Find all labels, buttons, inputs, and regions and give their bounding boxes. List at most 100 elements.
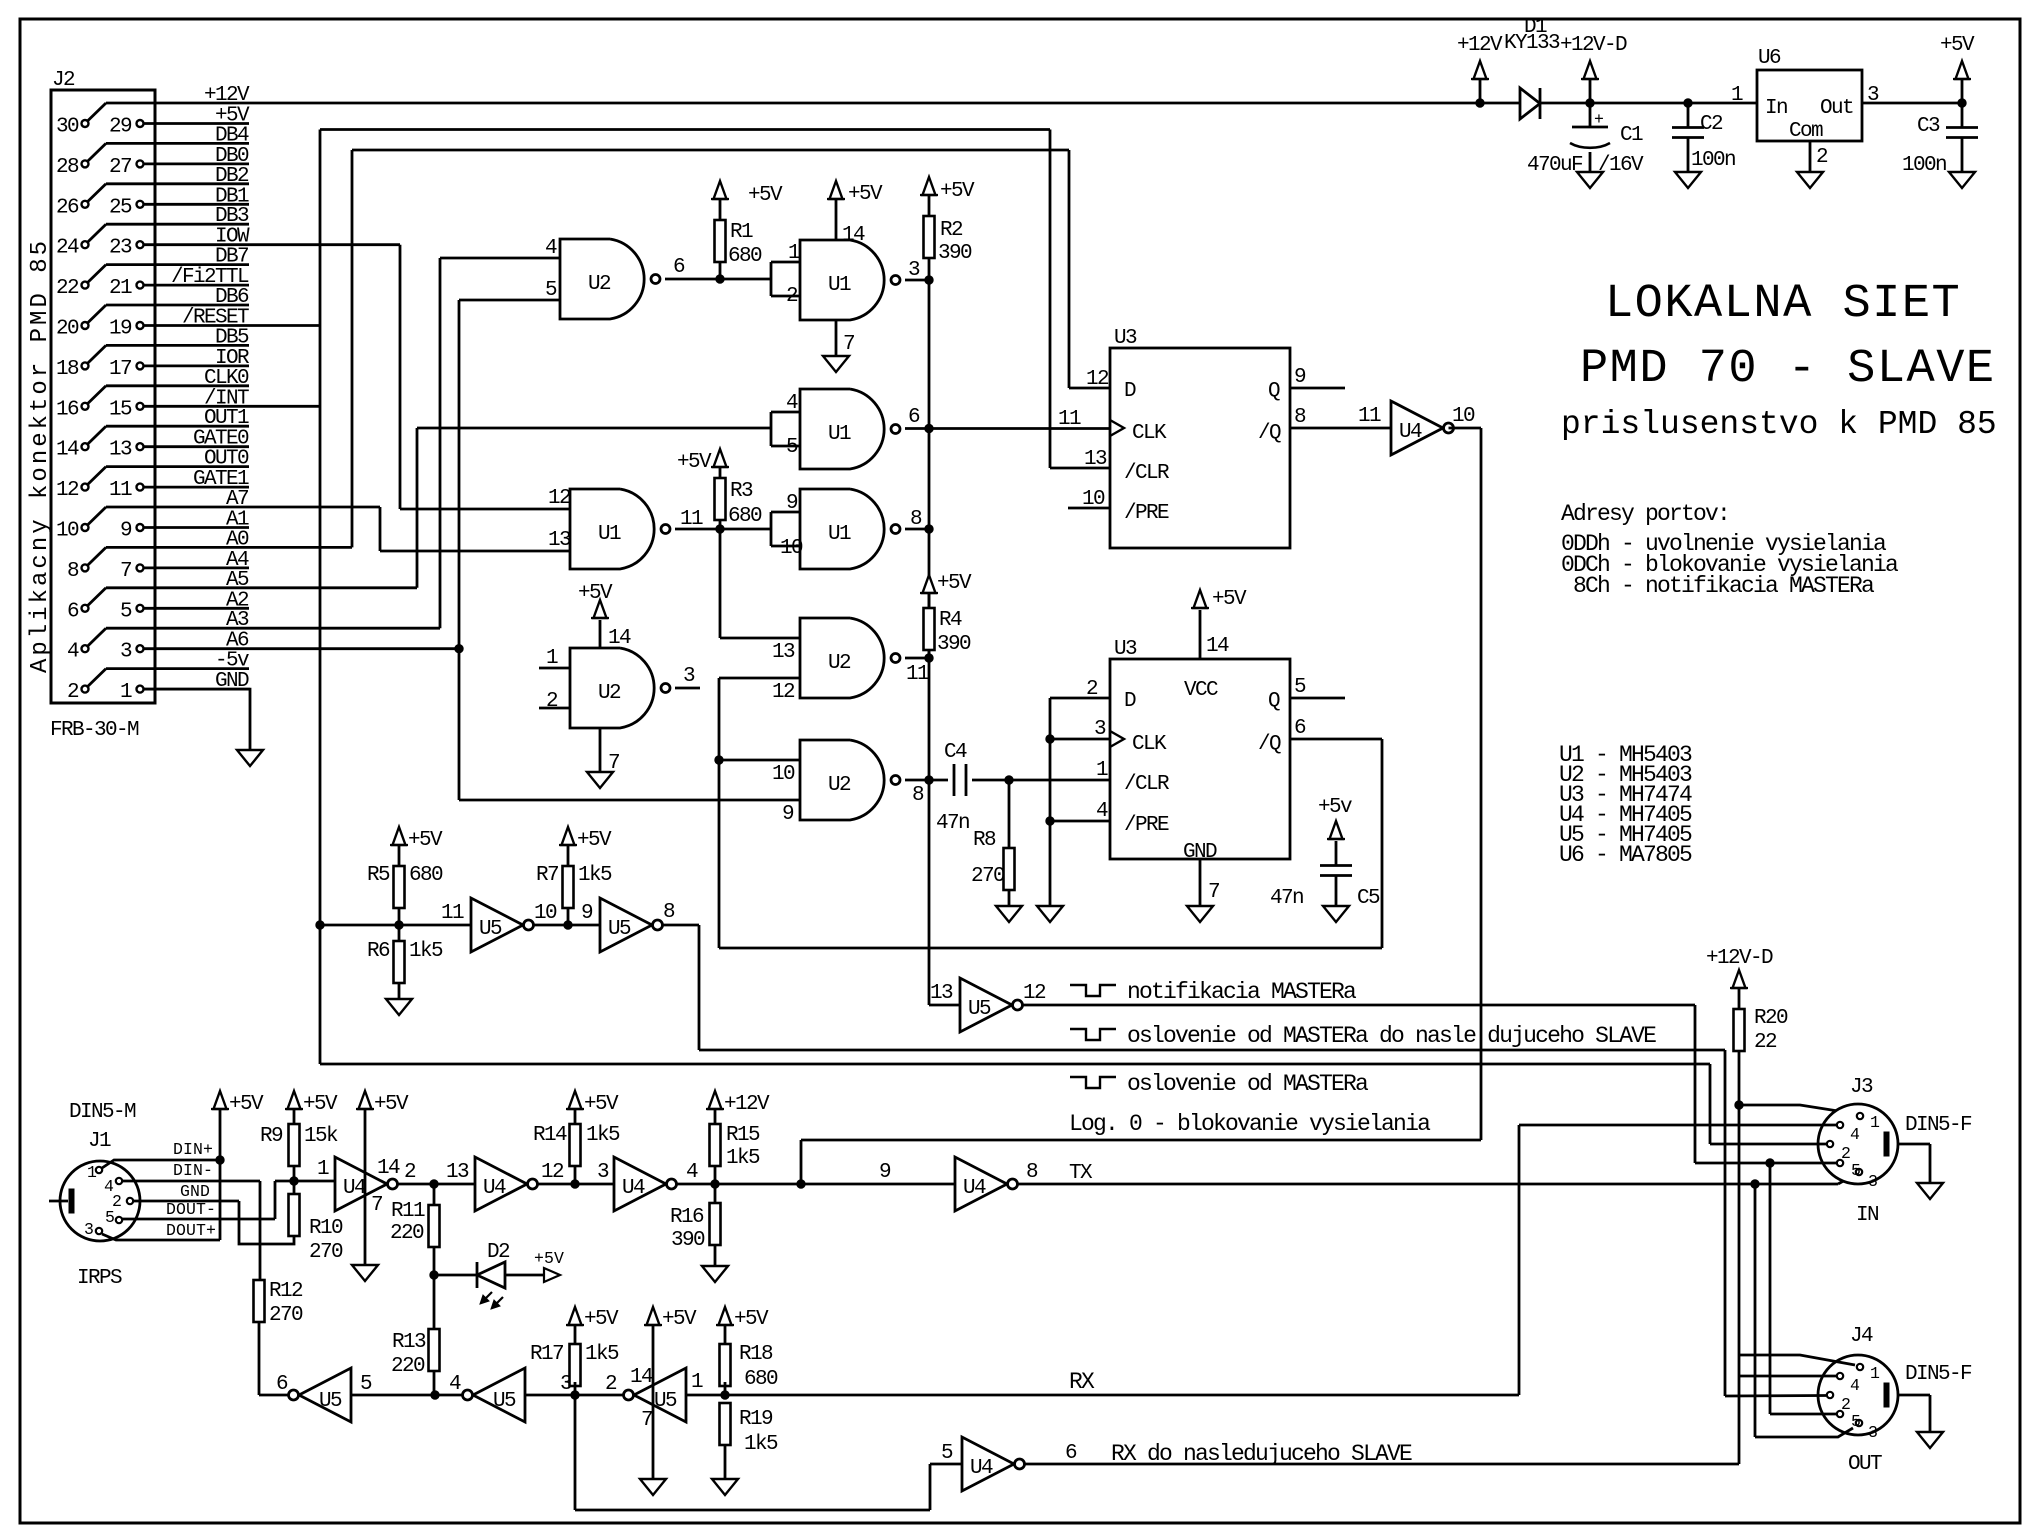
svg-text:13: 13 <box>930 982 953 1005</box>
svg-text:U4: U4 <box>963 1177 986 1200</box>
svg-text:11: 11 <box>1058 408 1081 431</box>
svg-text:1: 1 <box>1731 84 1743 107</box>
svg-text:29: 29 <box>109 116 132 139</box>
svg-text:U4: U4 <box>343 1177 366 1200</box>
svg-text:R17: R17 <box>530 1343 563 1366</box>
svg-text:Aplikacny konektor PMD 85: Aplikacny konektor PMD 85 <box>27 238 54 673</box>
svg-text:9: 9 <box>1294 366 1306 389</box>
svg-text:R15: R15 <box>726 1124 760 1147</box>
svg-text:+5V: +5V <box>534 1249 564 1268</box>
svg-text:DIN+: DIN+ <box>173 1140 213 1159</box>
svg-text:13: 13 <box>772 641 795 664</box>
svg-text:24: 24 <box>56 237 79 260</box>
svg-text:3: 3 <box>597 1161 609 1184</box>
svg-text:11: 11 <box>680 508 703 531</box>
svg-text:18: 18 <box>56 358 79 381</box>
svg-text:8: 8 <box>1294 406 1306 429</box>
svg-text:U2 - MH5403: U2 - MH5403 <box>1559 762 1692 788</box>
svg-text:5: 5 <box>105 1208 115 1227</box>
svg-text:+5V: +5V <box>1212 588 1247 611</box>
svg-text:J1: J1 <box>88 1130 111 1153</box>
svg-text:D2: D2 <box>487 1241 510 1264</box>
svg-text:Log. 0 - blokovanie vysielania: Log. 0 - blokovanie vysielania <box>1069 1111 1431 1137</box>
svg-text:1k5: 1k5 <box>744 1433 778 1456</box>
svg-text:+5V: +5V <box>303 1093 338 1116</box>
svg-text:17: 17 <box>109 358 131 381</box>
svg-text:/PRE: /PRE <box>1124 814 1169 837</box>
svg-text:DB2: DB2 <box>215 165 249 188</box>
svg-text:IN: IN <box>1856 1204 1878 1227</box>
svg-text:R2: R2 <box>940 219 963 242</box>
svg-text:470uF: 470uF <box>1527 154 1583 177</box>
svg-text:2: 2 <box>605 1373 617 1396</box>
svg-text:1k5: 1k5 <box>409 940 443 963</box>
svg-text:220: 220 <box>391 1355 425 1378</box>
svg-text:21: 21 <box>109 277 132 300</box>
svg-text:680: 680 <box>409 864 443 887</box>
svg-text:DIN5-F: DIN5-F <box>1905 1363 1972 1386</box>
svg-text:R5: R5 <box>367 864 390 887</box>
svg-text:6: 6 <box>1294 717 1306 740</box>
svg-text:9: 9 <box>879 1161 891 1184</box>
svg-text:13: 13 <box>109 439 132 462</box>
svg-text:680: 680 <box>744 1368 778 1391</box>
svg-text:1: 1 <box>691 1371 703 1394</box>
svg-text:5: 5 <box>1851 1161 1861 1180</box>
svg-text:0DCh - blokovanie vysielania: 0DCh - blokovanie vysielania <box>1561 552 1899 578</box>
svg-text:U3: U3 <box>1114 327 1137 350</box>
svg-text:390: 390 <box>937 633 971 656</box>
svg-text:7: 7 <box>608 752 619 775</box>
svg-text:15k: 15k <box>304 1125 338 1148</box>
svg-text:11: 11 <box>441 902 464 925</box>
svg-text:+5V: +5V <box>584 1093 619 1116</box>
svg-text:/Q: /Q <box>1258 733 1281 756</box>
svg-text:390: 390 <box>938 242 972 265</box>
svg-text:FRB-30-M: FRB-30-M <box>50 719 139 742</box>
svg-text:16: 16 <box>56 398 79 421</box>
svg-text:Q: Q <box>1268 690 1280 713</box>
svg-text:10: 10 <box>56 520 79 543</box>
svg-text:U5 - MH7405: U5 - MH7405 <box>1559 822 1692 848</box>
svg-text:20: 20 <box>56 318 79 341</box>
svg-text:3: 3 <box>1868 1172 1878 1191</box>
svg-text:C4: C4 <box>944 741 967 764</box>
svg-text:8: 8 <box>910 508 922 531</box>
svg-text:+5V: +5V <box>662 1308 697 1331</box>
svg-text:3: 3 <box>1094 718 1106 741</box>
svg-text:R16: R16 <box>670 1206 704 1229</box>
svg-text:7: 7 <box>843 333 854 356</box>
svg-text:25: 25 <box>109 196 132 219</box>
svg-text:U1: U1 <box>828 423 851 446</box>
svg-text:+5V: +5V <box>578 582 613 605</box>
svg-text:CLK0: CLK0 <box>204 367 249 390</box>
svg-text:11: 11 <box>906 663 929 686</box>
svg-text:100n: 100n <box>1691 149 1735 172</box>
svg-text:4: 4 <box>686 1161 698 1184</box>
svg-text:1k5: 1k5 <box>586 1124 620 1147</box>
svg-text:R9: R9 <box>260 1125 283 1148</box>
svg-text:R7: R7 <box>536 864 558 887</box>
svg-text:/RESET: /RESET <box>182 307 249 330</box>
svg-text:10: 10 <box>1082 488 1105 511</box>
svg-text:U5: U5 <box>319 1390 342 1413</box>
svg-text:+5V: +5V <box>374 1093 409 1116</box>
svg-text:+5V: +5V <box>677 451 712 474</box>
svg-text:U2: U2 <box>828 652 851 675</box>
svg-text:R8: R8 <box>973 829 996 852</box>
svg-text:4: 4 <box>1850 1376 1860 1395</box>
svg-text:7: 7 <box>1208 881 1219 904</box>
svg-text:R6: R6 <box>367 940 390 963</box>
svg-text:5: 5 <box>1294 676 1306 699</box>
svg-text:DOUT+: DOUT+ <box>166 1221 216 1240</box>
svg-text:8: 8 <box>663 901 675 924</box>
svg-text:270: 270 <box>971 865 1005 888</box>
svg-text:VCC: VCC <box>1184 679 1218 702</box>
svg-text:C3: C3 <box>1917 115 1940 138</box>
svg-text:4: 4 <box>786 392 798 415</box>
svg-text:+5V: +5V <box>940 180 975 203</box>
svg-text:R18: R18 <box>739 1343 773 1366</box>
svg-text:J2: J2 <box>52 69 75 92</box>
svg-text:U1: U1 <box>598 523 621 546</box>
svg-text:+: + <box>1594 110 1604 129</box>
svg-text:15: 15 <box>109 398 132 421</box>
